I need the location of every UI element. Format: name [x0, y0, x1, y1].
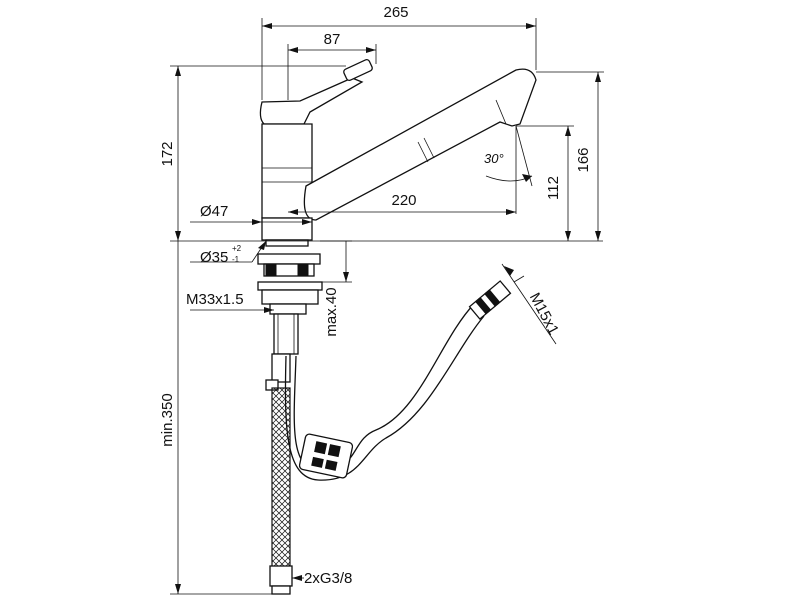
dim-hole-tol-lower: -1 — [232, 255, 240, 264]
dim-hose-thread: M15x1 — [526, 290, 562, 338]
dim-min-hose-length: min.350 — [159, 393, 176, 446]
dim-total-length: 265 — [383, 4, 408, 21]
dim-spout-angle: 30° — [484, 151, 504, 166]
spout — [303, 68, 537, 221]
faucet-body — [259, 58, 537, 247]
dim-outlet-height: 112 — [545, 176, 562, 200]
dim-spout-outlet-height: 166 — [575, 147, 592, 172]
dim-body-height: 172 — [159, 141, 176, 166]
dim-spout-reach: 220 — [391, 192, 416, 209]
braided-hose — [271, 387, 291, 569]
dim-base-diameter: Ø47 — [200, 203, 228, 220]
hose-weight — [298, 433, 354, 479]
dim-handle-offset: 87 — [324, 31, 341, 48]
dim-hole-tol-upper: +2 — [232, 244, 242, 253]
dim-max-deck-thickness: max.40 — [323, 287, 340, 336]
hose-end-fitting — [468, 280, 512, 320]
dim-supply-thread: 2xG3/8 — [304, 570, 352, 587]
lever-tip — [343, 58, 373, 82]
pull-out-hose — [284, 280, 512, 481]
dimension-lines — [170, 18, 604, 595]
base-ring — [265, 239, 309, 247]
dim-hole-diameter: Ø35 — [200, 249, 228, 266]
dim-mount-thread: M33x1.5 — [186, 291, 244, 308]
supply-hoses — [265, 353, 293, 595]
mounting-hardware — [257, 253, 323, 355]
lever-handle — [259, 77, 364, 125]
